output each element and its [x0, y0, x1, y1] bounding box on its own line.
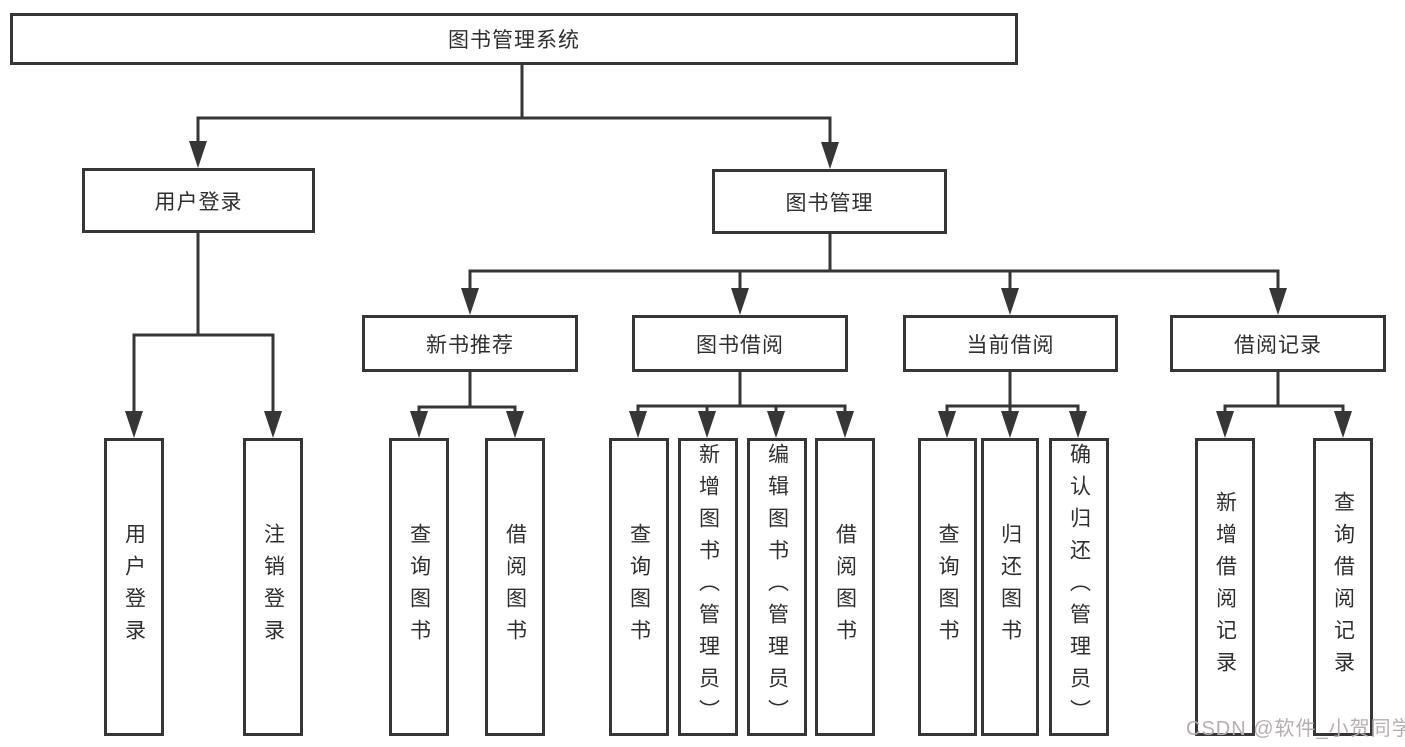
node-label: 图书管理 — [785, 191, 874, 215]
node-label: 注销登录 — [261, 523, 285, 651]
connector-segments — [132, 63, 1345, 418]
node-label: 图书借阅 — [696, 333, 784, 357]
node-leaf-query-books-borrowing: 查询图书 — [609, 438, 669, 736]
node-label: 用户登录 — [122, 523, 146, 651]
node-label: 查询图书 — [627, 523, 651, 651]
node-label: 新增图书（管理员） — [696, 443, 720, 731]
node-leaf-borrow-books-recommend: 借阅图书 — [485, 438, 545, 736]
node-leaf-logout: 注销登录 — [243, 438, 303, 736]
node-label: 用户登录 — [154, 190, 243, 214]
node-label: 确认归还（管理员） — [1067, 443, 1091, 731]
node-book-management: 图书管理 — [712, 169, 947, 234]
node-leaf-return-books: 归还图书 — [981, 438, 1039, 736]
node-label: 查询借阅记录 — [1331, 491, 1355, 683]
node-user-login: 用户登录 — [82, 168, 315, 233]
node-leaf-user-login: 用户登录 — [104, 438, 164, 736]
csdn-watermark: CSDN @软件_小贺同学 — [1186, 718, 1405, 740]
node-label: 借阅图书 — [833, 523, 857, 651]
node-label: 新书推荐 — [426, 333, 514, 357]
node-label: 新增借阅记录 — [1213, 491, 1237, 683]
arrowheads — [125, 141, 1352, 438]
node-leaf-edit-books-admin: 编辑图书（管理员） — [747, 438, 807, 736]
node-borrow-records: 借阅记录 — [1170, 315, 1386, 372]
node-leaf-query-books-recommend: 查询图书 — [389, 438, 449, 736]
node-label: 归还图书 — [998, 523, 1022, 651]
node-label: 图书管理系统 — [448, 29, 580, 52]
node-label: 查询图书 — [936, 523, 959, 651]
node-book-borrowing: 图书借阅 — [632, 315, 848, 372]
node-leaf-borrow-books: 借阅图书 — [815, 438, 875, 736]
node-current-borrowing: 当前借阅 — [903, 315, 1118, 372]
node-root-system: 图书管理系统 — [10, 13, 1018, 65]
node-label: 编辑图书（管理员） — [765, 443, 789, 731]
node-leaf-add-borrow-record: 新增借阅记录 — [1195, 438, 1255, 736]
node-label: 当前借阅 — [966, 333, 1055, 357]
node-leaf-query-borrow-record: 查询借阅记录 — [1313, 438, 1373, 736]
node-label: 借阅记录 — [1234, 333, 1322, 357]
node-leaf-confirm-return-admin: 确认归还（管理员） — [1049, 438, 1109, 736]
node-leaf-query-books-current: 查询图书 — [918, 438, 977, 736]
node-new-book-recommend: 新书推荐 — [362, 315, 578, 372]
node-label: 查询图书 — [407, 523, 431, 651]
node-leaf-add-books-admin: 新增图书（管理员） — [678, 438, 738, 736]
node-label: 借阅图书 — [503, 523, 527, 651]
